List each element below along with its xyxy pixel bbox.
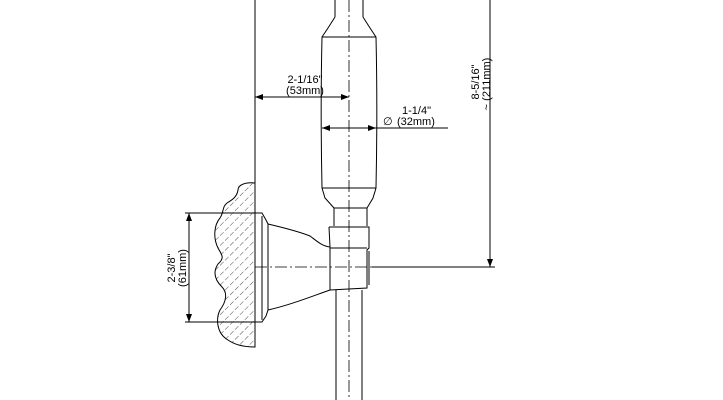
wall-plate	[255, 212, 269, 323]
hose-bottom	[335, 290, 363, 400]
holder-collar	[328, 226, 370, 291]
diameter-metric: (32mm)	[397, 116, 435, 128]
height-imperial: 8-5/16"	[470, 64, 482, 99]
hose-top	[334, 0, 364, 17]
base-metric: (61mm)	[177, 249, 189, 287]
offset-imperial: 2-1/16"	[287, 74, 322, 86]
base-imperial: 2-3/8"	[166, 253, 178, 282]
bracket-arm	[267, 223, 331, 311]
diameter-symbol: ∅	[383, 116, 393, 128]
height-metric: ~ (211mm)	[481, 58, 493, 111]
wall-section	[214, 182, 256, 348]
diameter-imperial: 1-1/4"	[402, 105, 431, 117]
offset-metric: (53mm)	[286, 85, 324, 97]
